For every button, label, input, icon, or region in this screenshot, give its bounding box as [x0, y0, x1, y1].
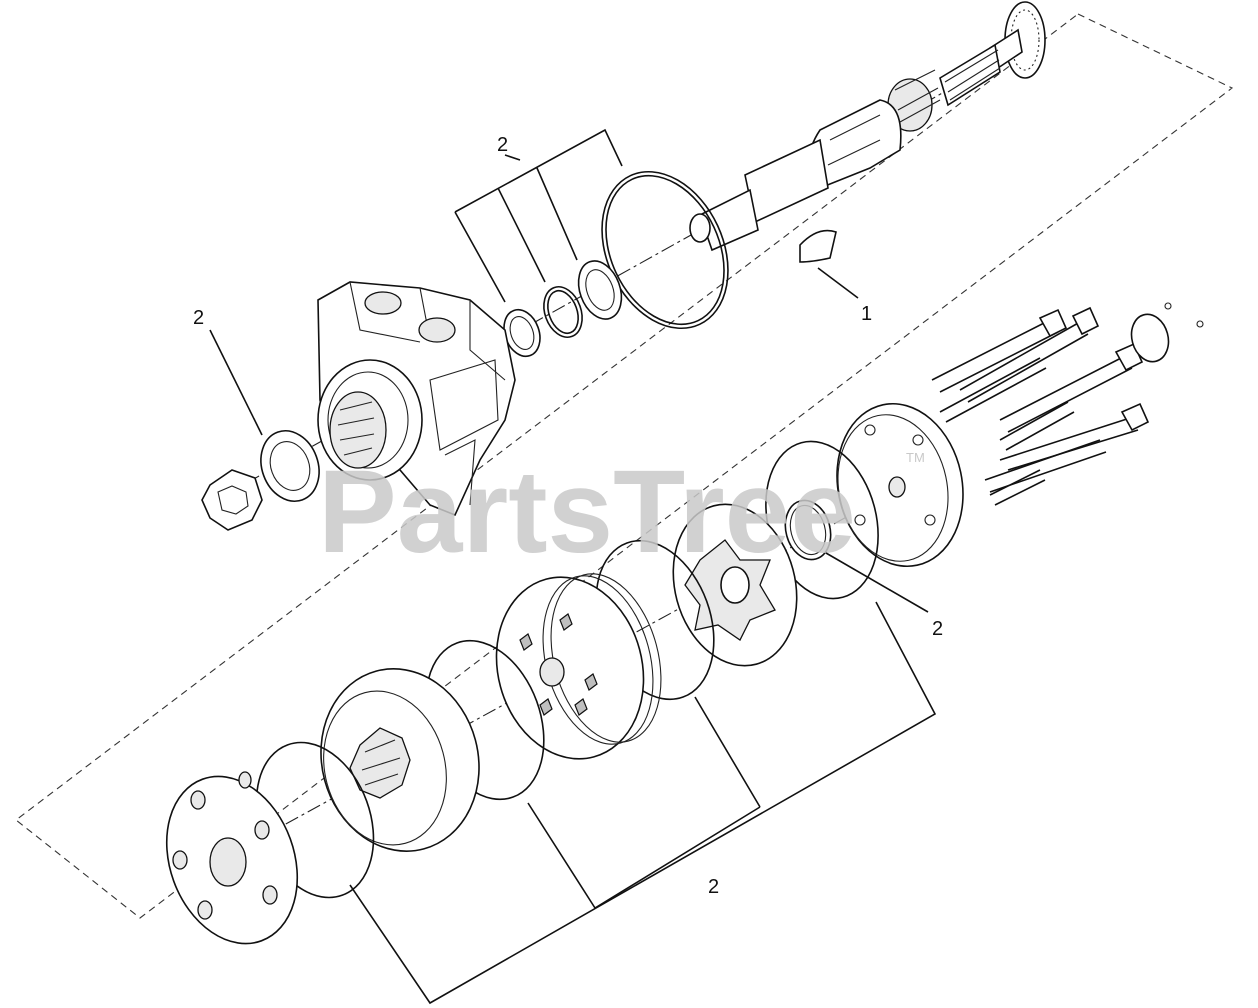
callout-woodruff-key-leader: [817, 267, 859, 299]
watermark-trademark: TM: [906, 450, 925, 465]
output-shaft: [689, 1, 1046, 252]
callout-lower-seal-kit-leaders: [349, 601, 937, 1005]
upper-seal-rings: [503, 260, 623, 358]
wear-plate: [165, 771, 299, 945]
callout-woodruff-key: 1: [861, 303, 872, 325]
cover-plate-small: [1130, 302, 1204, 363]
callout-lower-seal-kit: 2: [708, 876, 719, 898]
assembly-boundary: [15, 13, 1234, 919]
end-cap: [836, 402, 964, 568]
watermark: PartsTree TM: [318, 446, 925, 578]
end-cap-bolts: [931, 306, 1150, 506]
rotor-set: [495, 573, 662, 760]
motor-housing: [317, 281, 516, 517]
drive-star: [672, 503, 798, 667]
watermark-brand: PartsTree: [318, 446, 856, 578]
callout-upper-seal-kit-leaders: [454, 128, 623, 303]
callout-rear-face-seal-leader: [825, 552, 929, 613]
callout-rear-face-seal: 2: [932, 618, 943, 640]
castle-nut: [201, 469, 263, 531]
callout-upper-seal-kit: 2: [497, 134, 508, 156]
front-shaft-seal: [260, 430, 320, 502]
callout-front-shaft-seal-leader: [209, 329, 263, 436]
callout-front-shaft-seal: 2: [193, 307, 204, 329]
woodruff-key: [799, 229, 837, 263]
gerotor: [320, 668, 480, 852]
